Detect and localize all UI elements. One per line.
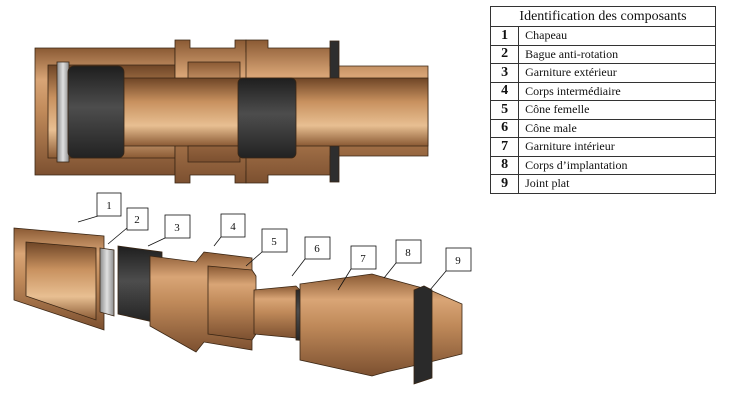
legend-row: 1 Chapeau	[489, 26, 716, 46]
legend-title: Identification des composants	[490, 6, 716, 27]
assembled-section-view	[34, 39, 429, 184]
callout-5: 5	[245, 228, 288, 267]
svg-text:6: 6	[314, 243, 320, 255]
svg-text:8: 8	[405, 247, 411, 259]
outer-packing-section	[67, 65, 125, 159]
legend-number: 3	[489, 63, 520, 83]
legend-number: 1	[489, 26, 520, 46]
callout-1: 1	[77, 192, 122, 223]
callout-3: 3	[147, 214, 191, 247]
part-flat-gasket	[413, 285, 433, 385]
legend-row: 9 Joint plat	[489, 174, 716, 194]
part-implantation-body	[299, 273, 463, 377]
legend-row: 6 Cône male	[489, 118, 716, 138]
legend-label: Chapeau	[518, 26, 716, 46]
legend-number: 9	[489, 174, 520, 194]
part-anti-rotation-ring	[99, 247, 115, 317]
callout-4: 4	[213, 213, 246, 247]
svg-text:5: 5	[271, 236, 277, 248]
legend-row: 7 Garniture intérieur	[489, 137, 716, 157]
svg-text:4: 4	[230, 221, 236, 233]
callouts: 1 2 3 4 5 6 7	[77, 192, 472, 291]
svg-text:9: 9	[455, 255, 461, 267]
cones-section	[187, 61, 241, 163]
component-legend-table: Identification des composants 1 Chapeau …	[489, 6, 716, 194]
legend-row: 4 Corps intermédiaire	[489, 81, 716, 101]
callout-8: 8	[383, 239, 422, 279]
legend-label: Cône male	[518, 118, 716, 138]
legend-number: 4	[489, 81, 520, 101]
part-female-cone	[207, 265, 257, 341]
svg-text:7: 7	[360, 253, 366, 265]
legend-label: Joint plat	[518, 174, 716, 194]
legend-row: 8 Corps d’implantation	[489, 155, 716, 175]
legend-label: Corps d’implantation	[518, 155, 716, 175]
legend-row: 3 Garniture extérieur	[489, 63, 716, 83]
legend-number: 8	[489, 155, 520, 175]
legend-row: 5 Cône femelle	[489, 100, 716, 120]
svg-text:3: 3	[174, 222, 180, 234]
legend-row: 2 Bague anti-rotation	[489, 44, 716, 64]
legend-label: Cône femelle	[518, 100, 716, 120]
callout-6: 6	[291, 236, 331, 277]
legend-label: Corps intermédiaire	[518, 81, 716, 101]
callout-7: 7	[337, 245, 377, 291]
callout-2: 2	[107, 207, 149, 245]
inner-packing-section	[237, 77, 297, 159]
svg-text:1: 1	[106, 200, 112, 212]
legend-label: Garniture intérieur	[518, 137, 716, 157]
callout-9: 9	[429, 247, 472, 291]
legend-number: 2	[489, 44, 520, 64]
legend-label: Bague anti-rotation	[518, 44, 716, 64]
legend-label: Garniture extérieur	[518, 63, 716, 83]
anti-rotation-ring-section	[56, 61, 70, 163]
legend-number: 6	[489, 118, 520, 138]
legend-number: 7	[489, 137, 520, 157]
exploded-view	[13, 227, 463, 385]
svg-text:2: 2	[134, 214, 140, 226]
legend-number: 5	[489, 100, 520, 120]
